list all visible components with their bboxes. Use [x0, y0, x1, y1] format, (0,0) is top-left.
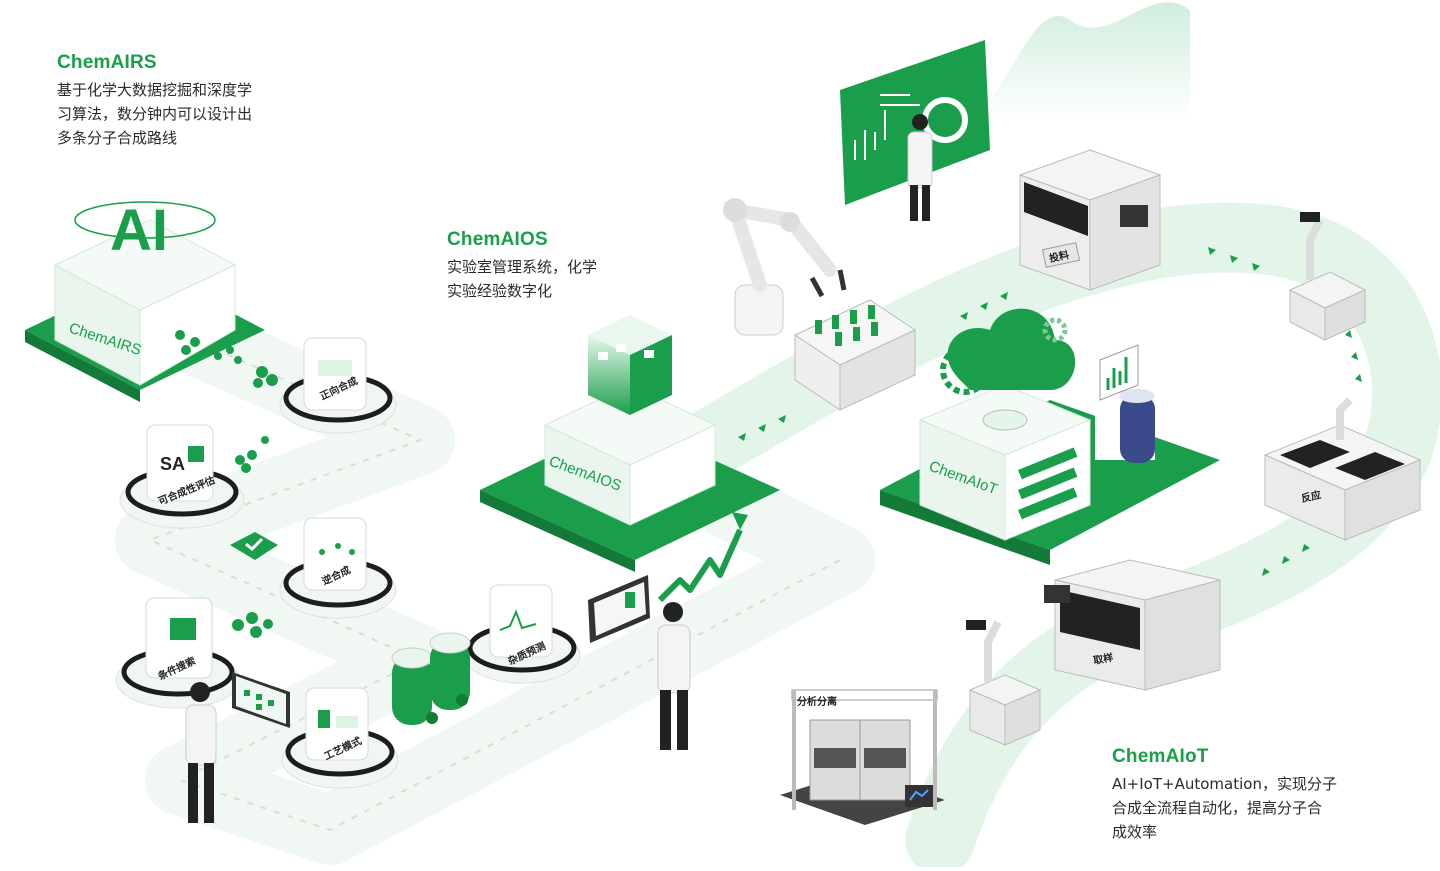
chemairs-caption: ChemAIRS 基于化学大数据挖掘和深度学 习算法，数分钟内可以设计出 多条分…: [57, 52, 297, 150]
robot-mobile-bottom: [966, 620, 1042, 746]
analysis-label: 分析分离: [797, 695, 837, 708]
robot-mobile-top: [1288, 212, 1367, 341]
feed-station: 投料: [1018, 149, 1162, 291]
chemaiot-desc-line-3: 成效率: [1112, 823, 1158, 841]
chemairs-machine: ChemAIRS AI: [25, 198, 278, 638]
module-process-mode: 工艺模式: [281, 687, 399, 789]
chemaios-desc-line-2: 实验经验数字化: [447, 282, 553, 300]
module-impurity-prediction: 杂质预测: [463, 584, 581, 684]
module-forward-synthesis: 正向合成: [279, 337, 397, 434]
chemaios-caption: ChemAIOS 实验室管理系统，化学 实验经验数字化: [447, 229, 647, 303]
touch-screen: [232, 672, 290, 728]
shield-icon: [230, 532, 278, 560]
feed-label: 投料: [1048, 248, 1070, 265]
scientist-left: [185, 682, 217, 823]
chemairs-desc-line-3: 多条分子合成路线: [57, 129, 178, 147]
robot-arm: [723, 198, 847, 336]
chemaios-title: ChemAIOS: [447, 229, 548, 250]
module-retrosynthesis: 逆合成: [279, 517, 397, 619]
chemairs-desc-line-2: 习算法，数分钟内可以设计出: [57, 105, 253, 123]
reaction-station: 反应: [1263, 397, 1422, 541]
chemaiot-desc-line-2: 合成全流程自动化，提高分子合: [1112, 799, 1323, 817]
vial-tray: [793, 299, 917, 411]
retrosynthesis-conveyor: [115, 288, 875, 865]
chemairs-title: ChemAIRS: [57, 52, 157, 73]
scientist-center: [657, 602, 691, 750]
chemaios-station: ChemAIOS: [480, 315, 780, 572]
chemaiot-desc-line-1: AI+IoT+Automation，实现分子: [1112, 775, 1337, 793]
chemaiot-title: ChemAIoT: [1112, 746, 1209, 767]
reaction-label: 反应: [1300, 488, 1322, 505]
tablet-screen: [588, 575, 650, 643]
sampling-station: 取样: [1044, 559, 1221, 691]
module-condition-search: 条件搜索: [115, 597, 241, 709]
chemaiot-hub: ChemAIoT: [880, 308, 1220, 565]
analysis-station: 分析分离: [780, 689, 945, 825]
growth-arrow-icon: [657, 512, 748, 603]
module-synthetic-accessibility: SA 可合成性评估: [119, 424, 245, 529]
ai-logo: AI: [110, 198, 168, 263]
chemaiot-caption: ChemAIoT AI+IoT+Automation，实现分子 合成全流程自动化…: [1112, 746, 1372, 844]
chemairs-desc-line-1: 基于化学大数据挖掘和深度学: [57, 81, 253, 99]
sampling-label: 取样: [1092, 651, 1114, 667]
reactor-tanks: [391, 632, 471, 725]
chemaios-desc-line-1: 实验室管理系统，化学: [447, 258, 598, 276]
sa-letters: SA: [160, 454, 185, 474]
data-dashboard-board: [840, 2, 1190, 221]
